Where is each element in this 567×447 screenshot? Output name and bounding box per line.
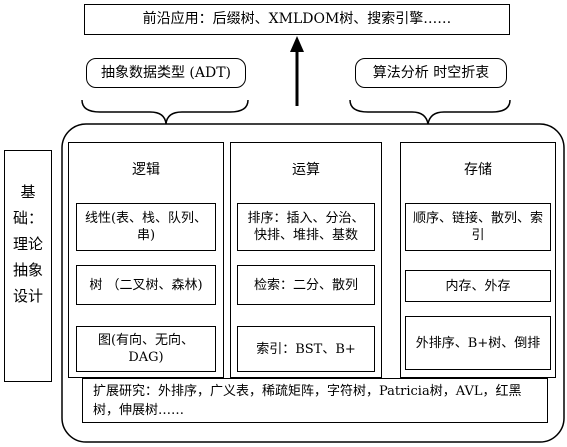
ops-item-sorting: 排序：插入、分治、快排、堆排、基数: [237, 203, 375, 251]
ops-item-search: 检索：二分、散列: [237, 265, 375, 305]
logic-item-graph: 图(有向、无向、DAG): [76, 326, 216, 372]
storage-item-layout: 顺序、链接、散列、索引: [405, 203, 551, 251]
column-logic-title: 逻辑: [132, 162, 160, 178]
algorithm-analysis-box: 算法分析 时空折衷: [355, 58, 507, 88]
extension-research-box: 扩展研究：外排序，广义表，稀疏矩阵，字符树，Patricia树，AVL，红黑树，…: [82, 378, 548, 423]
main-frame: [61, 123, 565, 443]
up-arrow-head: [290, 36, 304, 52]
left-brace: [81, 99, 249, 125]
adt-label-box: 抽象数据类型 (ADT): [86, 58, 246, 88]
right-brace: [349, 99, 511, 125]
foundation-label-text: 基础：理论抽象设计: [12, 183, 43, 305]
logic-item-tree: 树 （二叉树、森林): [76, 265, 216, 305]
column-operations-title: 运算: [292, 162, 320, 178]
storage-item-memory: 内存、外存: [405, 270, 551, 302]
column-storage-title: 存储: [464, 162, 492, 178]
frontier-applications-box: 前沿应用：后缀树、XMLDOM树、搜索引擎……: [84, 4, 510, 35]
storage-item-external: 外排序、B+树、倒排: [405, 316, 551, 370]
logic-item-linear: 线性(表、栈、队列、串): [76, 203, 216, 251]
foundation-label-box: 基础：理论抽象设计: [4, 150, 52, 382]
ops-item-index: 索引：BST、B+: [237, 326, 375, 372]
